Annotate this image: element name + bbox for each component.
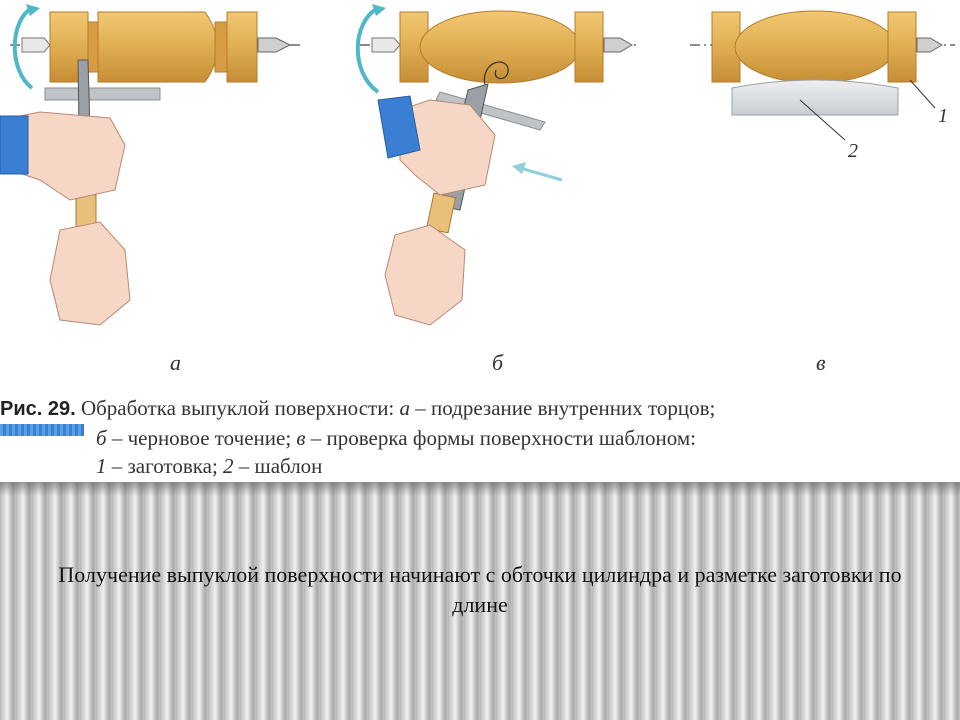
caption-item-v: в	[296, 426, 306, 450]
caption-line-3: 1 – заготовка; 2 – шаблон	[96, 452, 322, 480]
caption-item-1-desc: – заготовка;	[111, 454, 218, 478]
caption-line-1: Рис. 29. Обработка выпуклой поверхности:…	[0, 394, 715, 423]
figure-illustration: а б в 1 2 Рис. 29. Обработка выпуклой по…	[0, 4, 955, 480]
caption-item-2: 2	[223, 454, 234, 478]
template-shape	[731, 79, 899, 116]
panel-a-drawing	[0, 4, 300, 326]
caption-item-a: а	[399, 396, 411, 420]
caption-item-1: 1	[96, 454, 107, 478]
panel-label-a: а	[170, 350, 181, 375]
caption-item-v-desc: – проверка формы поверхности шаблоном:	[310, 426, 696, 450]
rotation-arrow-icon	[355, 6, 380, 94]
caption-line-1-text: Обработка выпуклой поверхности:	[80, 396, 395, 420]
rotation-arrow-icon	[12, 6, 34, 90]
caption-accent-bar	[0, 424, 84, 436]
callout-1: 1	[938, 105, 948, 127]
callout-2: 2	[848, 140, 858, 162]
caption-item-b-desc: – черновое точение;	[111, 426, 292, 450]
caption-item-b: б	[96, 426, 107, 450]
panel-v-drawing	[690, 10, 955, 141]
caption-line-2: б – черновое точение; в – проверка формы…	[96, 424, 696, 452]
sleeve-right	[377, 95, 421, 159]
panel-b-drawing	[355, 4, 640, 326]
slide-body-text: Получение выпуклой поверхности начинают …	[58, 562, 902, 617]
sleeve-left	[0, 115, 29, 175]
lathe-diagram	[0, 4, 955, 326]
slide-background	[0, 482, 960, 720]
caption-item-2-desc: – шаблон	[238, 454, 323, 478]
panel-label-v: в	[816, 350, 826, 375]
caption-item-a-desc: – подрезание внутренних торцов;	[415, 396, 716, 420]
caption-label: Рис. 29.	[0, 398, 76, 420]
panel-label-b: б	[492, 350, 504, 375]
